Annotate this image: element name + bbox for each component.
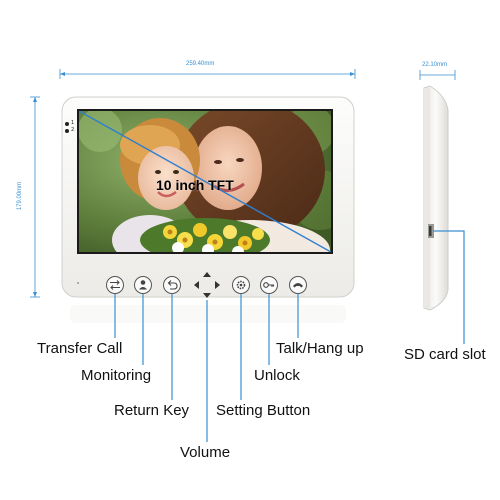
gear-icon — [236, 280, 246, 290]
button-row — [106, 272, 307, 298]
label-monitoring: Monitoring — [81, 367, 152, 384]
return-arrow-icon — [167, 280, 178, 290]
indicator-label-2: 2 — [71, 127, 75, 133]
sd-card-slot[interactable] — [428, 224, 434, 238]
label-unlock: Unlock — [254, 367, 300, 384]
indicator-led-1 — [65, 122, 69, 126]
talk-hang-up-button[interactable] — [289, 276, 307, 294]
height-dimension-label: 179.00mm — [17, 181, 24, 211]
height-dimension-line — [30, 96, 40, 298]
direction-pad-icon — [194, 272, 220, 298]
monitoring-button[interactable] — [134, 276, 152, 294]
callout-lines — [114, 230, 465, 442]
label-transfer-call: Transfer Call — [37, 340, 123, 357]
label-sd-card-slot: SD card slot — [404, 346, 486, 363]
person-icon — [139, 280, 147, 290]
key-icon — [263, 282, 275, 288]
width-dimension-line — [59, 69, 356, 79]
label-return-key: Return Key — [114, 402, 190, 419]
transfer-icon — [110, 280, 120, 290]
label-volume: Volume — [180, 444, 231, 461]
volume-direction-pad[interactable] — [194, 272, 220, 298]
transfer-call-button[interactable] — [106, 276, 124, 294]
screen-size-label: 10 inch TFT — [156, 177, 234, 193]
phone-icon — [293, 283, 303, 288]
setting-button[interactable] — [232, 276, 250, 294]
label-talk-hang-up: Talk/Hang up — [276, 340, 364, 357]
width-dimension-label: 259.40mm — [186, 61, 215, 67]
callout-sd-card — [433, 230, 465, 344]
device-side-view — [423, 85, 449, 311]
indicator-label-1: 1 — [71, 120, 75, 126]
depth-dimension-label: 22.10mm — [422, 62, 448, 68]
screen-image — [79, 111, 331, 252]
unlock-button[interactable] — [260, 276, 278, 294]
microphone-hole — [77, 282, 79, 284]
depth-dimension-line — [419, 70, 456, 80]
return-key-button[interactable] — [163, 276, 181, 294]
indicator-led-2 — [65, 129, 69, 133]
label-setting-button: Setting Button — [216, 402, 311, 419]
flower-bouquet — [140, 218, 270, 252]
